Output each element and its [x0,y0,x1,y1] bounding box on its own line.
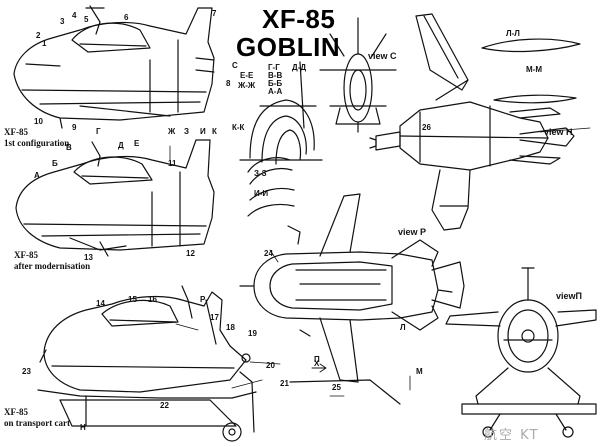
part-number-26: 26 [422,123,431,132]
leader-lines [169,127,591,397]
cut-letter-a: А [34,171,40,180]
caption-first-1: XF-85 [4,127,28,137]
cut-letter-k: К [212,127,217,136]
cut-letter-i: И [200,127,206,136]
part-number-24: 24 [264,249,273,258]
part-number-20: 20 [266,361,275,370]
part-number-18: 18 [226,323,235,332]
part-number-6: 6 [124,13,129,22]
part-number-9: 9 [72,123,77,132]
caption-second-2: after modernisation [14,261,91,271]
cut-letter-d: Д [118,141,124,150]
section-label-gg: Г-Г [268,63,280,72]
part-number-8: 8 [226,79,231,88]
part-number-12: 12 [186,249,195,258]
side-view-first-config [13,5,215,129]
part-number-25: 25 [332,383,341,392]
section-label-aa: А-А [268,87,283,96]
hook-ring [241,353,251,363]
cut-letter-b: Б [52,159,58,168]
caption-first-2: 1st configuration [4,138,70,148]
part-number-22: 22 [160,401,169,410]
view-label-pi: viewП [556,291,582,301]
cut-letter-c: C [232,61,238,70]
section-label-zz: З-З [254,169,267,178]
view-label-p: view P [398,227,427,237]
section-label-kk: К-К [232,123,245,132]
part-number-17: 17 [210,313,219,322]
section-label-vv: В-В [268,71,283,80]
part-number-1: 1 [42,39,47,48]
part-number-19: 19 [248,329,257,338]
plan-view-p [239,193,465,405]
cut-letter-m: М [416,367,423,376]
cut-letter-l: Л [400,323,406,332]
caption-third-2: on transport cart [4,418,70,428]
section-label-ll: Л-Л [506,29,520,38]
view-label-c: view C [368,51,397,61]
caption-third-1: XF-85 [4,407,28,417]
plan-view-h [369,13,575,231]
cut-letter-kh: Х [314,359,320,368]
cut-letter-p: P [200,295,206,304]
front-view-pi [445,267,597,431]
part-number-16: 16 [148,295,157,304]
title-line-1: XF-85 [262,4,336,34]
part-number-3: 3 [60,17,65,26]
part-number-5: 5 [84,15,89,24]
part-number-10: 10 [34,117,43,126]
view-label-h: view H [544,127,573,137]
watermark-text: 航空 KT [484,428,540,443]
part-number-23: 23 [22,367,31,376]
part-number-13: 13 [84,253,93,262]
cut-letter-e: Е [134,139,140,148]
part-number-15: 15 [128,295,137,304]
part-number-2: 2 [36,31,41,40]
section-label-bb: Б-Б [268,79,283,88]
cut-letter-g: Г [96,127,101,136]
part-number-21: 21 [280,379,289,388]
cut-letter-pi: П [314,355,320,364]
section-label-ee: Е-Е [240,71,254,80]
part-number-14: 14 [96,299,105,308]
cut-letter-z: З [184,127,190,136]
cart-wheel [222,422,242,442]
section-label-dd: Д-Д [292,63,307,72]
cut-letter-v: В [66,143,72,152]
section-label-ii: И-И [254,189,269,198]
side-view-modernised [15,139,215,257]
front-view-c [319,17,397,133]
airfoil-sections [481,38,581,104]
section-label-zhzh: Ж-Ж [238,81,256,90]
title-line-2: GOBLIN [236,32,341,62]
cross-sections [239,61,323,217]
cut-letter-n: Н [80,423,86,432]
part-number-4: 4 [72,11,77,20]
side-view-on-cart [37,285,257,433]
part-number-7: 7 [212,9,217,18]
part-number-11: 11 [168,159,177,168]
caption-second-1: XF-85 [14,250,38,260]
section-label-mm: М-М [526,65,542,74]
cut-letter-zh: Ж [168,127,176,136]
